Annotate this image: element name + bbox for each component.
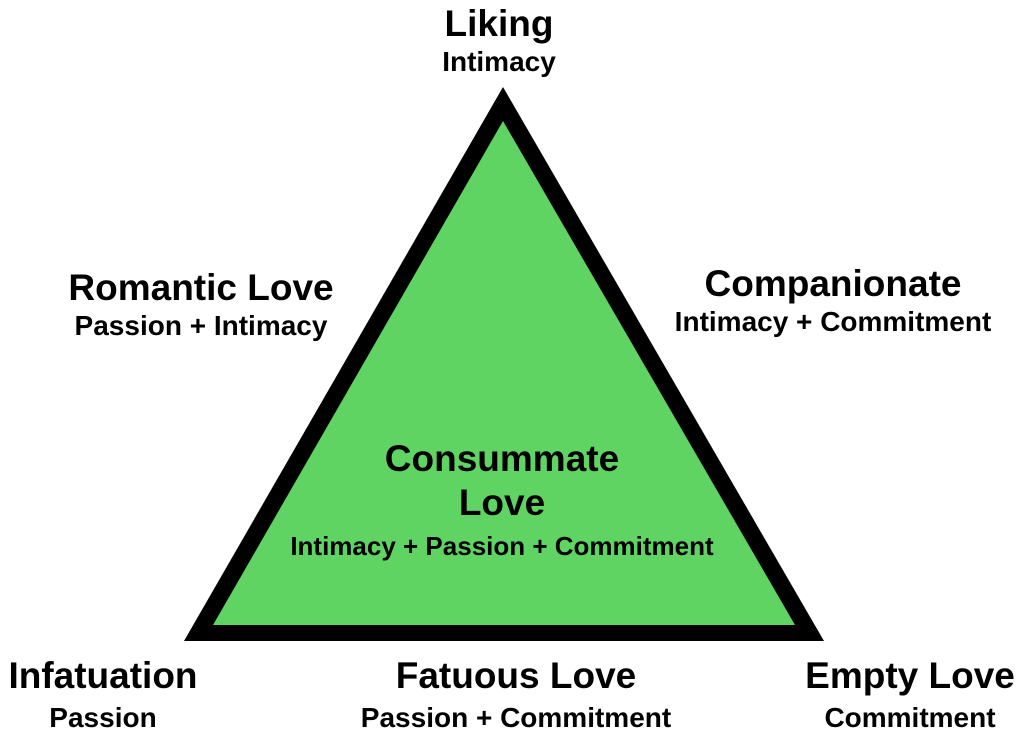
triangle-fill (213, 121, 795, 625)
romantic-love-title: Romantic Love (68, 267, 334, 308)
infatuation-subtitle: Passion (49, 702, 157, 733)
companionate-title: Companionate (704, 263, 962, 304)
fatuous-love-subtitle: Passion + Commitment (360, 702, 672, 733)
consummate-subtitle: Intimacy + Passion + Commitment (290, 531, 714, 561)
label-companionate: Companionate Intimacy + Commitment (675, 265, 992, 336)
label-infatuation: Infatuation Passion (8, 657, 197, 732)
label-empty-love: Empty Love Commitment (805, 657, 1015, 732)
companionate-subtitle: Intimacy + Commitment (674, 306, 992, 337)
empty-love-subtitle: Commitment (824, 702, 996, 733)
consummate-title-line2: Love (458, 482, 546, 523)
label-fatuous-love: Fatuous Love Passion + Commitment (361, 657, 671, 732)
infatuation-title: Infatuation (8, 655, 198, 696)
label-romantic-love: Romantic Love Passion + Intimacy (68, 269, 333, 340)
liking-subtitle: Intimacy (442, 46, 556, 77)
empty-love-title: Empty Love (805, 655, 1015, 696)
fatuous-love-title: Fatuous Love (395, 655, 637, 696)
label-consummate-love: Consummate Love Intimacy + Passion + Com… (290, 437, 713, 559)
label-liking: Liking Intimacy (442, 5, 556, 76)
romantic-love-subtitle: Passion + Intimacy (74, 310, 328, 341)
consummate-title-line1: Consummate (384, 438, 620, 479)
liking-title: Liking (444, 3, 554, 44)
